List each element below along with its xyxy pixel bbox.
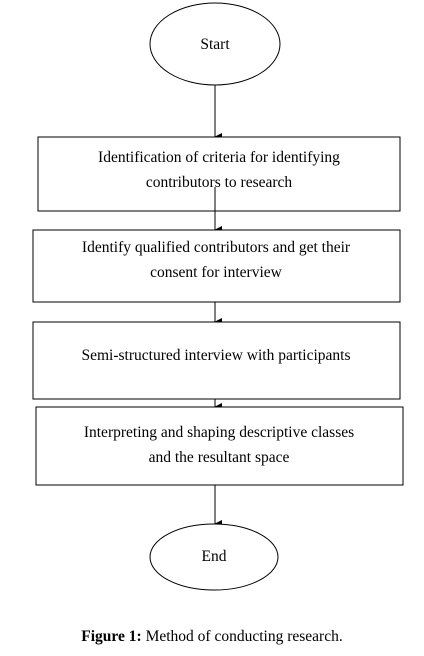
process-box-2: Identify qualified contributors and get … bbox=[32, 229, 401, 303]
process-box-2-line-2: consent for interview bbox=[150, 264, 283, 281]
figure-caption-text: Method of conducting research. bbox=[141, 628, 343, 645]
process-box-2-line-1: Identify qualified contributors and get … bbox=[82, 239, 351, 256]
process-box-3: Semi-structured interview with participa… bbox=[32, 321, 401, 400]
process-box-4: Interpreting and shaping descriptive cla… bbox=[35, 406, 404, 486]
process-box-4-line-1: Interpreting and shaping descriptive cla… bbox=[84, 424, 354, 441]
figure-caption: Figure 1: Method of conducting research. bbox=[0, 628, 424, 646]
figure-caption-label: Figure 1: bbox=[81, 628, 142, 645]
process-box-1-line-1: Identification of criteria for identifyi… bbox=[98, 149, 340, 166]
start-terminal: Start bbox=[149, 2, 281, 86]
start-label: Start bbox=[200, 36, 230, 53]
end-terminal: End bbox=[149, 523, 279, 591]
end-label: End bbox=[202, 548, 227, 565]
process-box-4-line-2: and the resultant space bbox=[149, 449, 290, 466]
process-box-1-line-2: contributors to research bbox=[146, 174, 293, 191]
process-box-3-line-1: Semi-structured interview with participa… bbox=[81, 347, 350, 364]
process-box-1: Identification of criteria for identifyi… bbox=[37, 136, 401, 212]
